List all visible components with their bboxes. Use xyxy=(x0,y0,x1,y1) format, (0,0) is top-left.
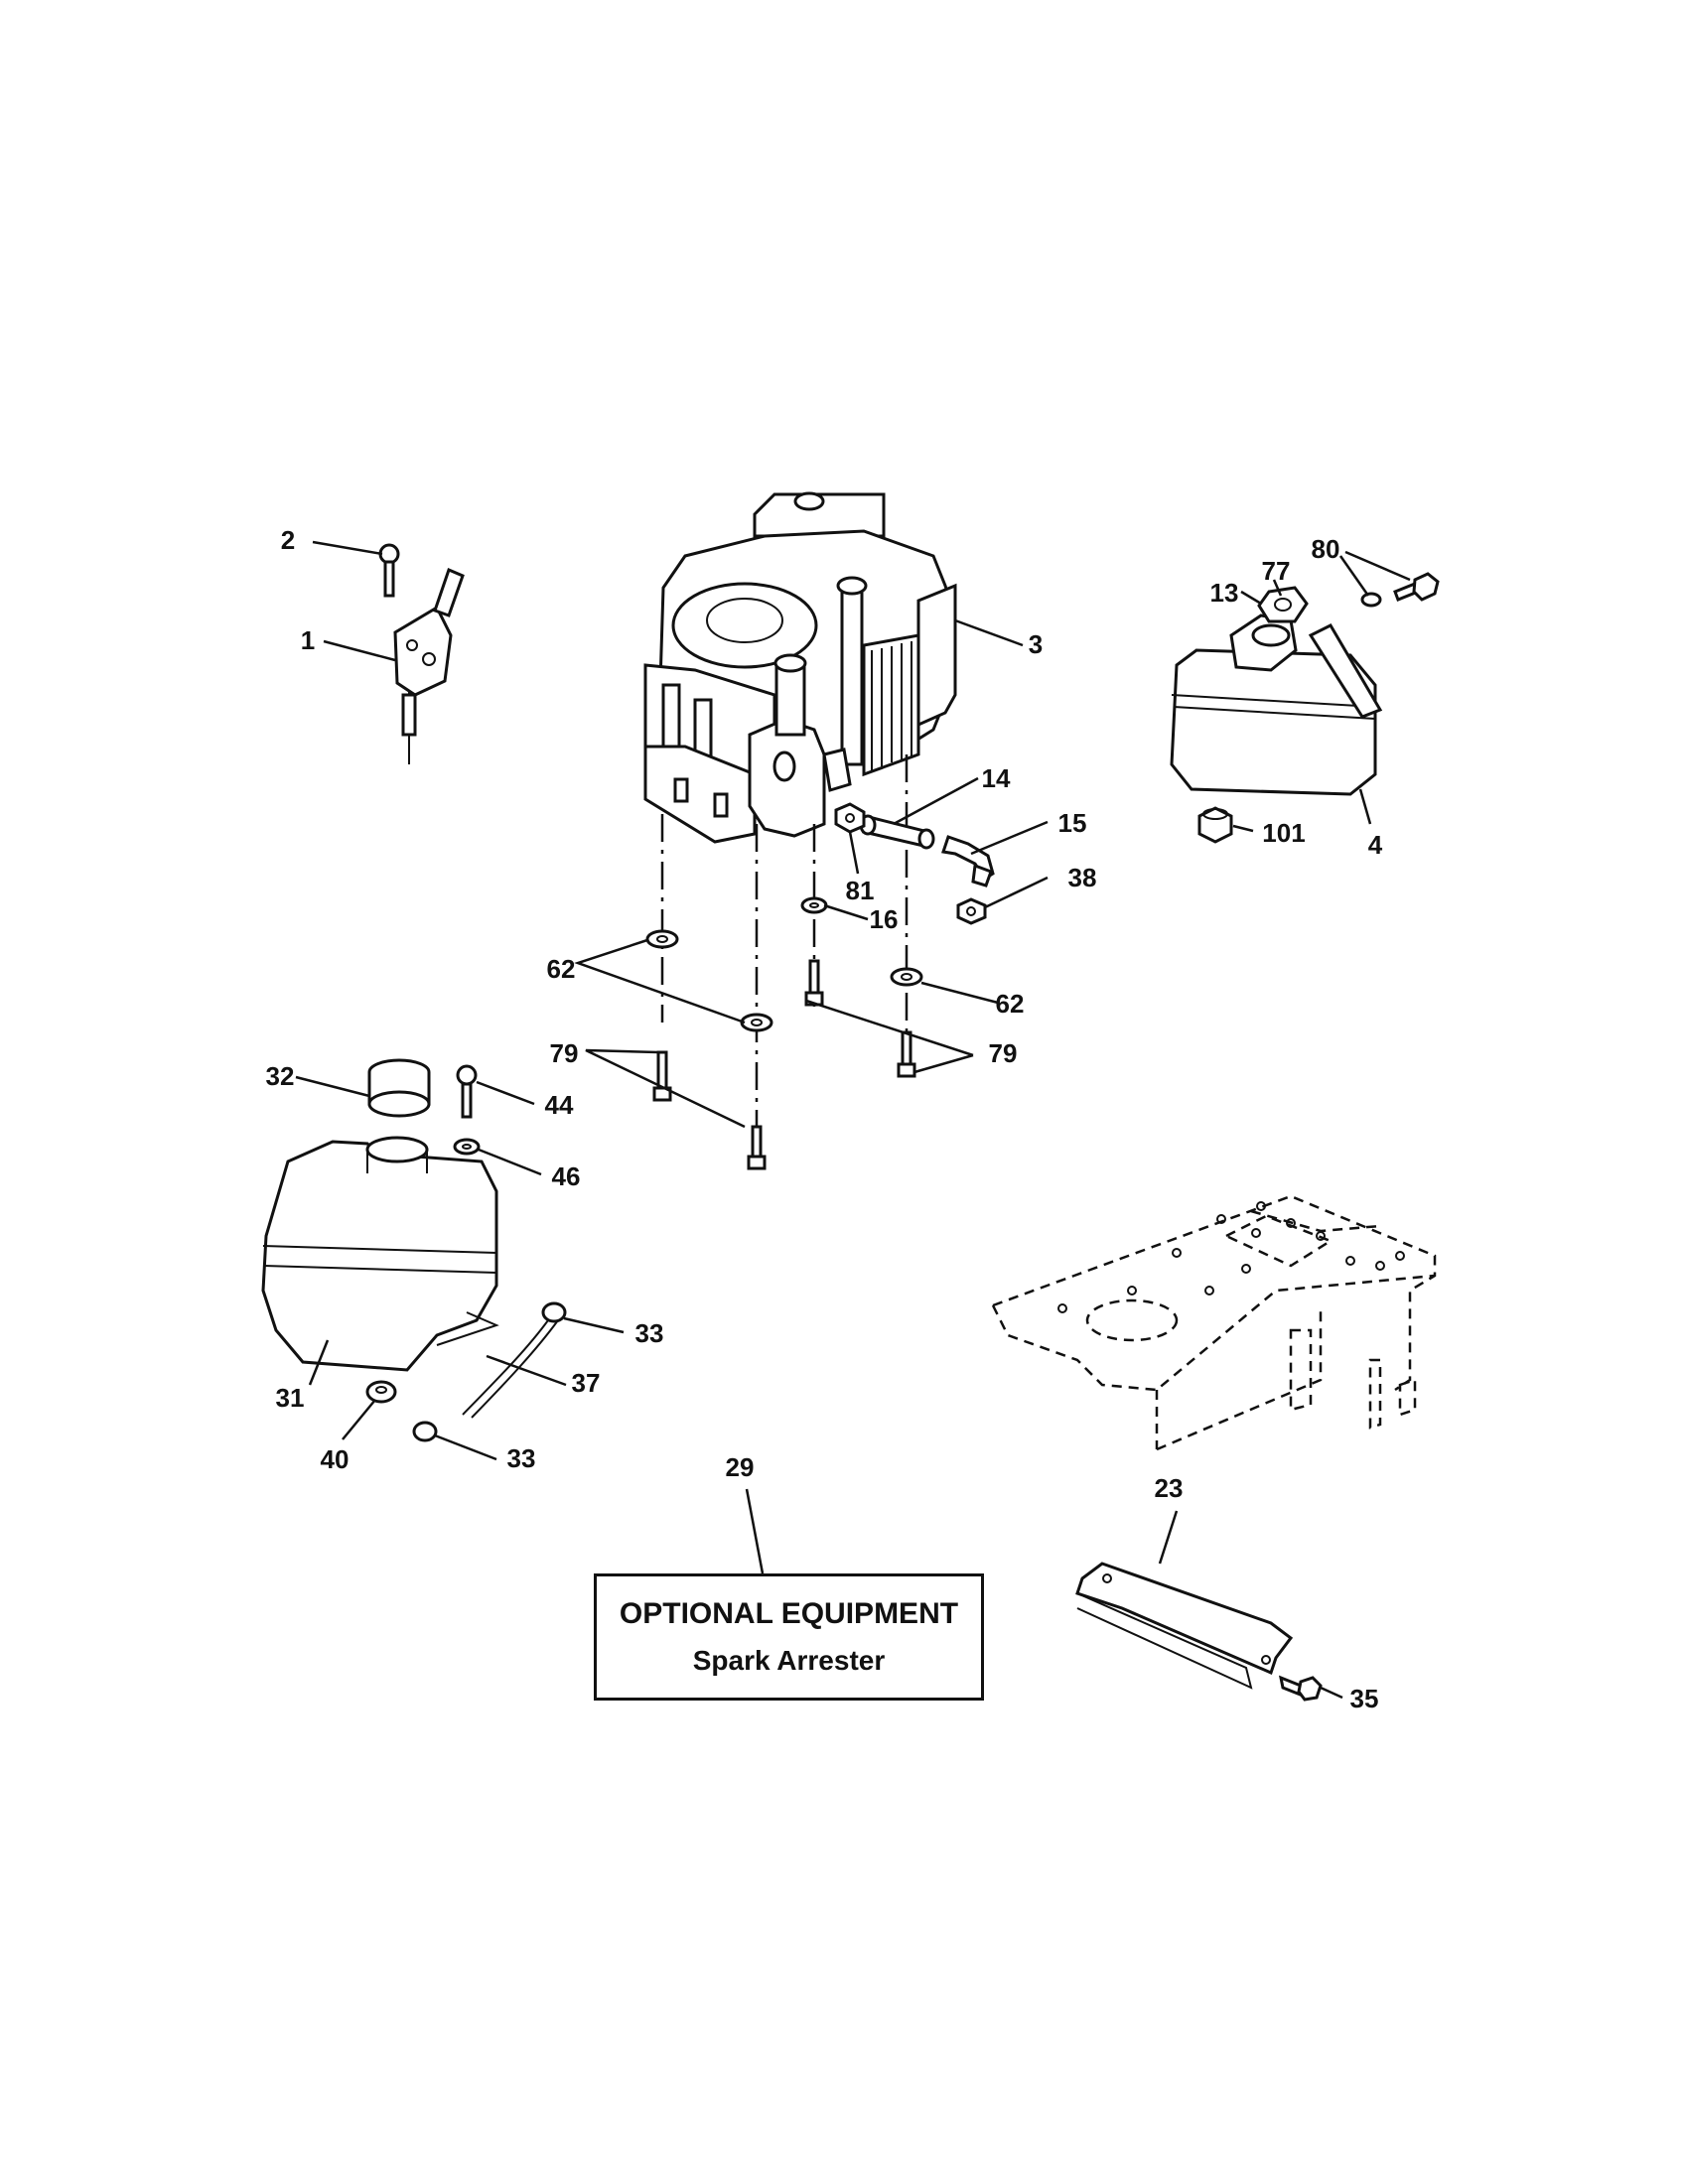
callout-29: 29 xyxy=(726,1452,755,1482)
fuel-tank-part xyxy=(261,1136,499,1372)
callout-81: 81 xyxy=(846,876,875,905)
callout-37: 37 xyxy=(572,1368,601,1398)
gasket-13-part xyxy=(1257,586,1309,623)
callout-31: 31 xyxy=(276,1383,305,1413)
callout-101: 101 xyxy=(1262,818,1305,848)
spark-arrester-label: Spark Arrester xyxy=(692,1645,886,1676)
nut-81-part xyxy=(834,802,866,834)
callout-33-bottom: 33 xyxy=(507,1443,536,1473)
callout-33-top: 33 xyxy=(635,1318,664,1348)
hose-clamp-33-part xyxy=(412,1301,567,1442)
callout-62-left: 62 xyxy=(547,954,576,984)
washer-46-part xyxy=(453,1138,481,1156)
bolt-80-part xyxy=(1393,572,1440,602)
washer-62-part xyxy=(645,929,923,1032)
callout-labels: 2 1 3 4 13 77 80 101 14 15 38 81 16 62 6… xyxy=(266,525,1383,1713)
callout-15: 15 xyxy=(1058,808,1087,838)
elbow-part xyxy=(941,835,995,887)
callout-80: 80 xyxy=(1312,534,1340,564)
callout-14: 14 xyxy=(982,763,1011,793)
bolt-79-part xyxy=(652,959,916,1170)
muffler-part xyxy=(1170,614,1383,796)
frame-reference-outline xyxy=(991,1194,1437,1451)
engine-part xyxy=(643,491,957,844)
callout-23: 23 xyxy=(1155,1473,1184,1503)
washer-16-part xyxy=(800,896,828,914)
callout-2: 2 xyxy=(281,525,295,555)
callout-46: 46 xyxy=(552,1161,581,1191)
callout-32: 32 xyxy=(266,1061,295,1091)
callout-4: 4 xyxy=(1368,830,1383,860)
optional-equipment-box: OPTIONAL EQUIPMENT Spark Arrester xyxy=(594,1573,984,1701)
frame-holes xyxy=(1057,1201,1405,1313)
screw-part xyxy=(378,543,400,598)
callout-13: 13 xyxy=(1210,578,1239,608)
fuel-hose-part xyxy=(462,1319,559,1419)
screw-44-part xyxy=(456,1064,478,1119)
nut-38-part xyxy=(956,897,987,925)
callout-40: 40 xyxy=(321,1444,350,1474)
callout-77: 77 xyxy=(1262,556,1291,586)
callout-79-right: 79 xyxy=(989,1038,1018,1068)
optional-equipment-title: OPTIONAL EQUIPMENT xyxy=(619,1597,959,1630)
callout-62-right: 62 xyxy=(996,989,1025,1019)
callout-1: 1 xyxy=(301,625,315,655)
washer-77-part xyxy=(1360,592,1382,608)
callout-44: 44 xyxy=(545,1090,574,1120)
fuel-line-part xyxy=(859,814,935,850)
leader-lines xyxy=(295,540,1411,1700)
fuel-cap-part xyxy=(367,1058,431,1118)
callout-16: 16 xyxy=(870,904,899,934)
throttle-control-part xyxy=(393,567,465,764)
bolt-35-part xyxy=(1278,1675,1323,1702)
callout-3: 3 xyxy=(1029,629,1043,659)
callout-35: 35 xyxy=(1350,1684,1379,1713)
callout-79-left: 79 xyxy=(550,1038,579,1068)
nut-101-part xyxy=(1197,806,1233,844)
grommet-40-part xyxy=(365,1380,397,1404)
shield-part xyxy=(1075,1562,1294,1690)
callout-38: 38 xyxy=(1068,863,1097,892)
